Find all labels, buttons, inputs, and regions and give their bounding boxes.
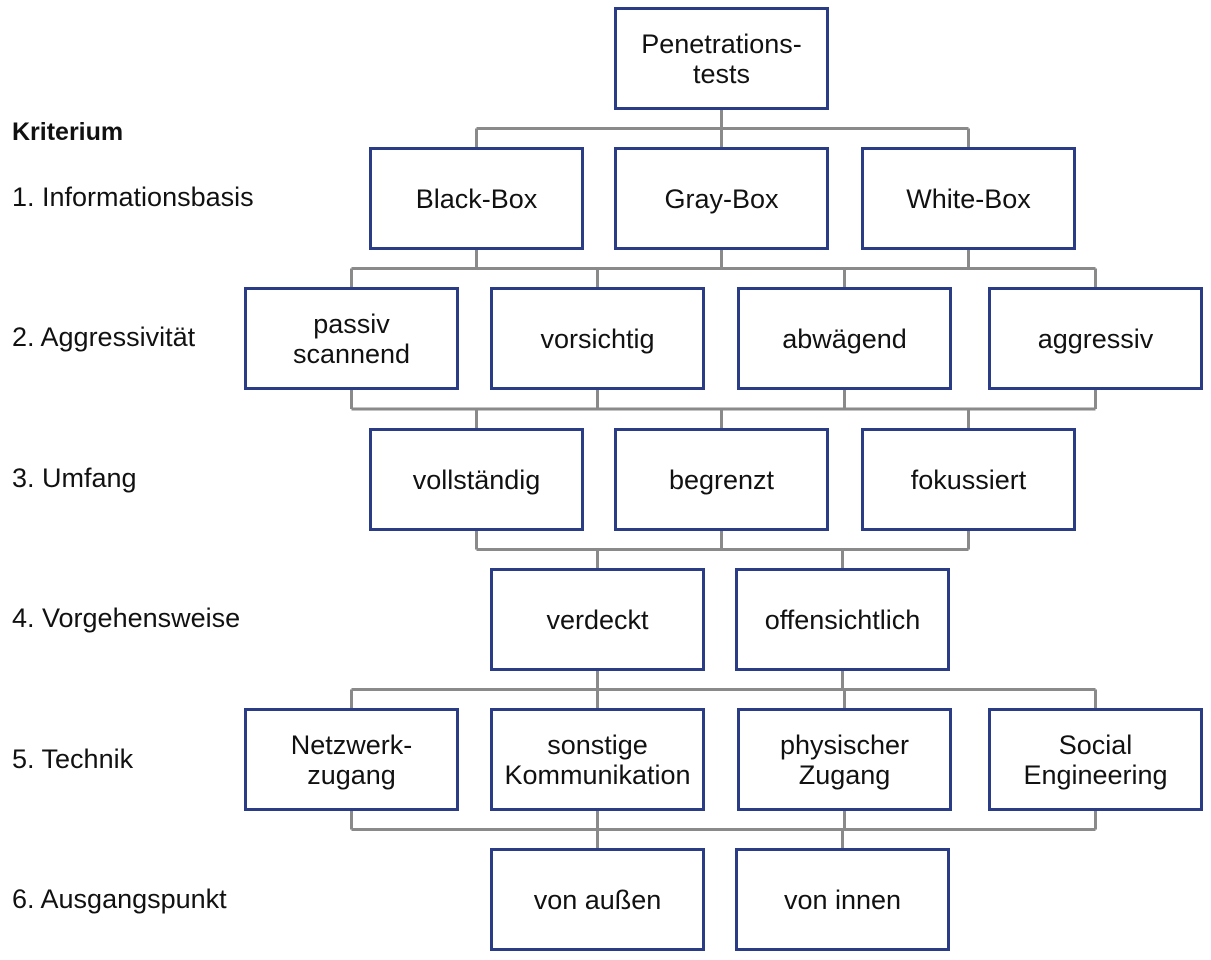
option-box-1-2: Gray-Box bbox=[614, 147, 829, 250]
criterion-label-3: 3. Umfang bbox=[12, 463, 137, 493]
criteria-column-title: Kriterium bbox=[12, 118, 124, 146]
root-node: Penetrations- tests bbox=[614, 7, 829, 110]
option-box-3-3: fokussiert bbox=[861, 428, 1076, 531]
option-box-4-1: verdeckt bbox=[490, 568, 705, 671]
criterion-label-1: 1. Informationsbasis bbox=[12, 182, 254, 212]
criterion-label-4: 4. Vorgehensweise bbox=[12, 603, 241, 633]
option-box-2-4: aggressiv bbox=[988, 287, 1203, 390]
criterion-label-6: 6. Ausgangspunkt bbox=[12, 884, 227, 914]
option-box-1-1: Black-Box bbox=[369, 147, 584, 250]
option-box-3-1: vollständig bbox=[369, 428, 584, 531]
option-box-6-2: von innen bbox=[735, 848, 950, 951]
option-box-5-3: physischer Zugang bbox=[737, 708, 952, 811]
option-box-3-2: begrenzt bbox=[614, 428, 829, 531]
option-box-6-1: von außen bbox=[490, 848, 705, 951]
option-box-2-2: vorsichtig bbox=[490, 287, 705, 390]
criterion-label-5: 5. Technik bbox=[12, 744, 134, 774]
option-box-5-1: Netzwerk- zugang bbox=[244, 708, 459, 811]
criterion-label-2: 2. Aggressivität bbox=[12, 322, 196, 352]
option-box-1-3: White-Box bbox=[861, 147, 1076, 250]
option-box-5-4: Social Engineering bbox=[988, 708, 1203, 811]
option-box-4-2: offensichtlich bbox=[735, 568, 950, 671]
option-box-2-3: abwägend bbox=[737, 287, 952, 390]
option-box-5-2: sonstige Kommunikation bbox=[490, 708, 705, 811]
option-box-2-1: passiv scannend bbox=[244, 287, 459, 390]
